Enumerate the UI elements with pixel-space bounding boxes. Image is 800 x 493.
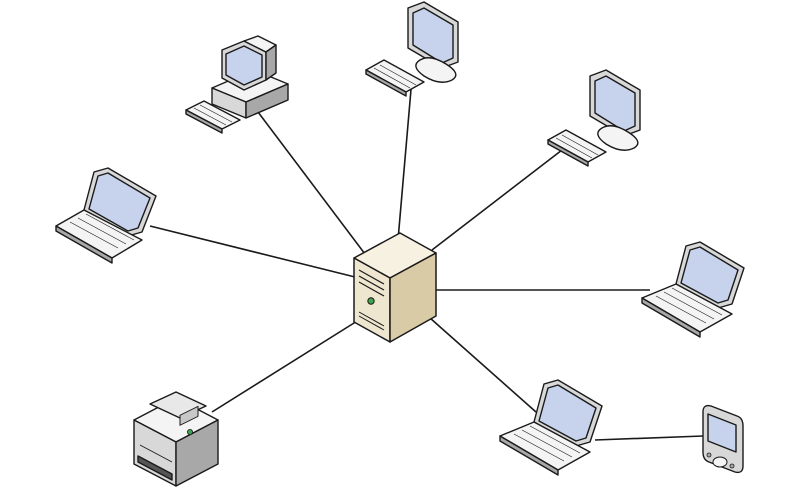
link-desktop-pc	[257, 111, 369, 259]
server-tower-icon	[353, 232, 437, 343]
laptop-icon	[499, 379, 603, 476]
laptop-icon	[641, 241, 745, 338]
connection-lines	[149, 77, 704, 441]
monitor-icon	[365, 1, 459, 97]
monitor-icon	[547, 69, 641, 167]
laptop-icon	[55, 167, 157, 264]
printer-icon	[133, 391, 219, 487]
link-monitor-top	[397, 77, 413, 241]
link-monitor-right	[431, 149, 563, 251]
link-laptop-bottom	[429, 317, 537, 413]
link-pda	[594, 435, 704, 441]
link-laptop-left	[149, 225, 356, 278]
desktop-pc-icon	[185, 35, 289, 134]
pda-icon	[702, 404, 744, 474]
link-printer	[211, 317, 363, 413]
